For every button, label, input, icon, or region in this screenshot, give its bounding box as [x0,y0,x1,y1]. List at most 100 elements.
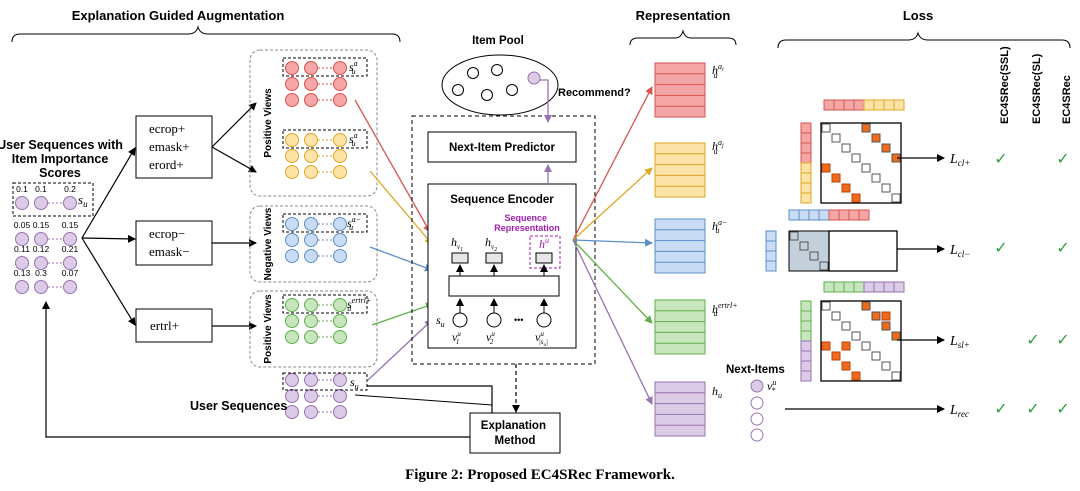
user-seq-highlight [282,372,368,391]
view-item-dot [304,217,318,231]
input-seq-highlight [12,182,94,217]
arrow-green-in [371,302,434,326]
loss-strip-cell [893,281,905,293]
loss-matrix-frame [828,230,898,272]
user-seq-var: su [350,375,359,391]
check-icon: ✓ [994,238,1007,257]
loss-strip-cell [823,99,835,111]
svg-text:hv2: hv2 [485,235,497,253]
loss-strip-cell [765,260,777,272]
svg-text:Lsl+: Lsl+ [949,334,970,350]
loss-strip-cell [765,230,777,242]
loss-matrix-positive [821,163,831,173]
view-item-dot [285,77,299,91]
svg-text:Item Importance: Item Importance [12,152,109,166]
loss-strip-cell [893,99,905,111]
score-value: 0.11 [14,244,30,254]
score-item-dot [15,280,29,294]
positive-views-label-2: Positive Views [263,294,274,364]
representation-block [654,142,706,198]
loss-strip-cell [853,99,865,111]
view-item-dot [304,61,318,75]
view-item-dot [304,373,318,387]
loss-matrix-diag [841,143,851,153]
svg-text:hu: hu [712,384,722,400]
svg-text:erord+: erord+ [149,157,184,172]
arrow-purple-in [367,319,433,381]
loss-matrix-offdiag [861,301,871,311]
loss-strip-cell [800,142,812,154]
positive-views-group-2 [249,290,378,368]
input-arrows [81,147,136,326]
loss-matrix-diag [831,133,841,143]
loss-labels: Lcl+ Lcl− Lsl+ Lrec [949,152,970,419]
svg-text:hu: hu [539,236,549,251]
loss-strip-cell [800,310,812,322]
negative-ops: ecrop− emask− [149,226,190,259]
loss-strip-cell [863,281,875,293]
loss-brace [777,31,1071,49]
view-item-dot [285,405,299,419]
explanation-method-label: Explanation Method [481,420,549,447]
view-item-dot [285,298,299,312]
view-item-dot [304,405,318,419]
loss-matrix-diag [821,301,831,311]
view-item-dot [333,233,347,247]
representation-brace [629,29,737,46]
score-value: 0.12 [33,244,50,254]
view-item-dot [285,249,299,263]
loss-matrix-positive [831,173,841,183]
score-item-dot [34,256,48,270]
svg-text:ha−u: ha−u [712,218,727,235]
loss-strip-cell [838,209,850,221]
loss-strip-cell [798,209,810,221]
score-item-dot [63,256,77,270]
view-item-dot [333,373,347,387]
score-item-dot [63,280,77,294]
feedback-arrow [42,301,470,438]
view-item-dot [285,133,299,147]
arrow-seq-to-explanation [354,394,493,406]
input-seq-label: su [78,192,88,209]
loss-matrix-positive [851,371,861,381]
loss-strip-cell [843,281,855,293]
negative-ops-box [135,220,213,266]
loss-strip-cell [765,250,777,262]
view-item-dot [304,133,318,147]
encoder-inputs [452,312,552,328]
view-item-dot [285,373,299,387]
loss-matrix-positive [861,123,871,133]
view-item-dot [333,330,347,344]
loss-neg-block [788,230,830,272]
view-item-dot [333,314,347,328]
loss-strip-cell [873,99,885,111]
arrow-blue-in [369,246,433,272]
loss-strip-cell [765,240,777,252]
next-item-predictor [427,131,577,163]
loss-arrows [785,154,945,413]
section-title-augmentation: Explanation Guided Augmentation [72,8,285,23]
loss-matrix-diag [871,173,881,183]
loss-matrix-diag [831,311,841,321]
svg-text:ecrop−: ecrop− [149,226,185,241]
next-items-label: Next-Items [726,364,785,376]
check-icon: ✓ [1056,238,1069,257]
loss-checks: ✓✓✓✓✓✓✓✓✓ [994,149,1069,418]
sequence-encoder [427,183,577,349]
loss-strip-cell [800,340,812,352]
loss-strip-cell [843,99,855,111]
seq-rep-label: Sequence Representation [494,213,560,233]
svg-text:vu2: vu2 [486,330,495,346]
view-item-dot [333,249,347,263]
loss-matrices [765,99,905,382]
view-item-dot [333,389,347,403]
loss-matrix-diag [851,331,861,341]
check-icon: ✓ [1056,330,1069,349]
loss-matrix-positive [891,331,901,341]
svg-text:EC4SRec(SL): EC4SRec(SL) [1031,53,1043,124]
view-item-dot [304,249,318,263]
svg-text:sa−u: sa−u [347,215,361,232]
predictor-label: Next-Item Predictor [449,142,556,154]
